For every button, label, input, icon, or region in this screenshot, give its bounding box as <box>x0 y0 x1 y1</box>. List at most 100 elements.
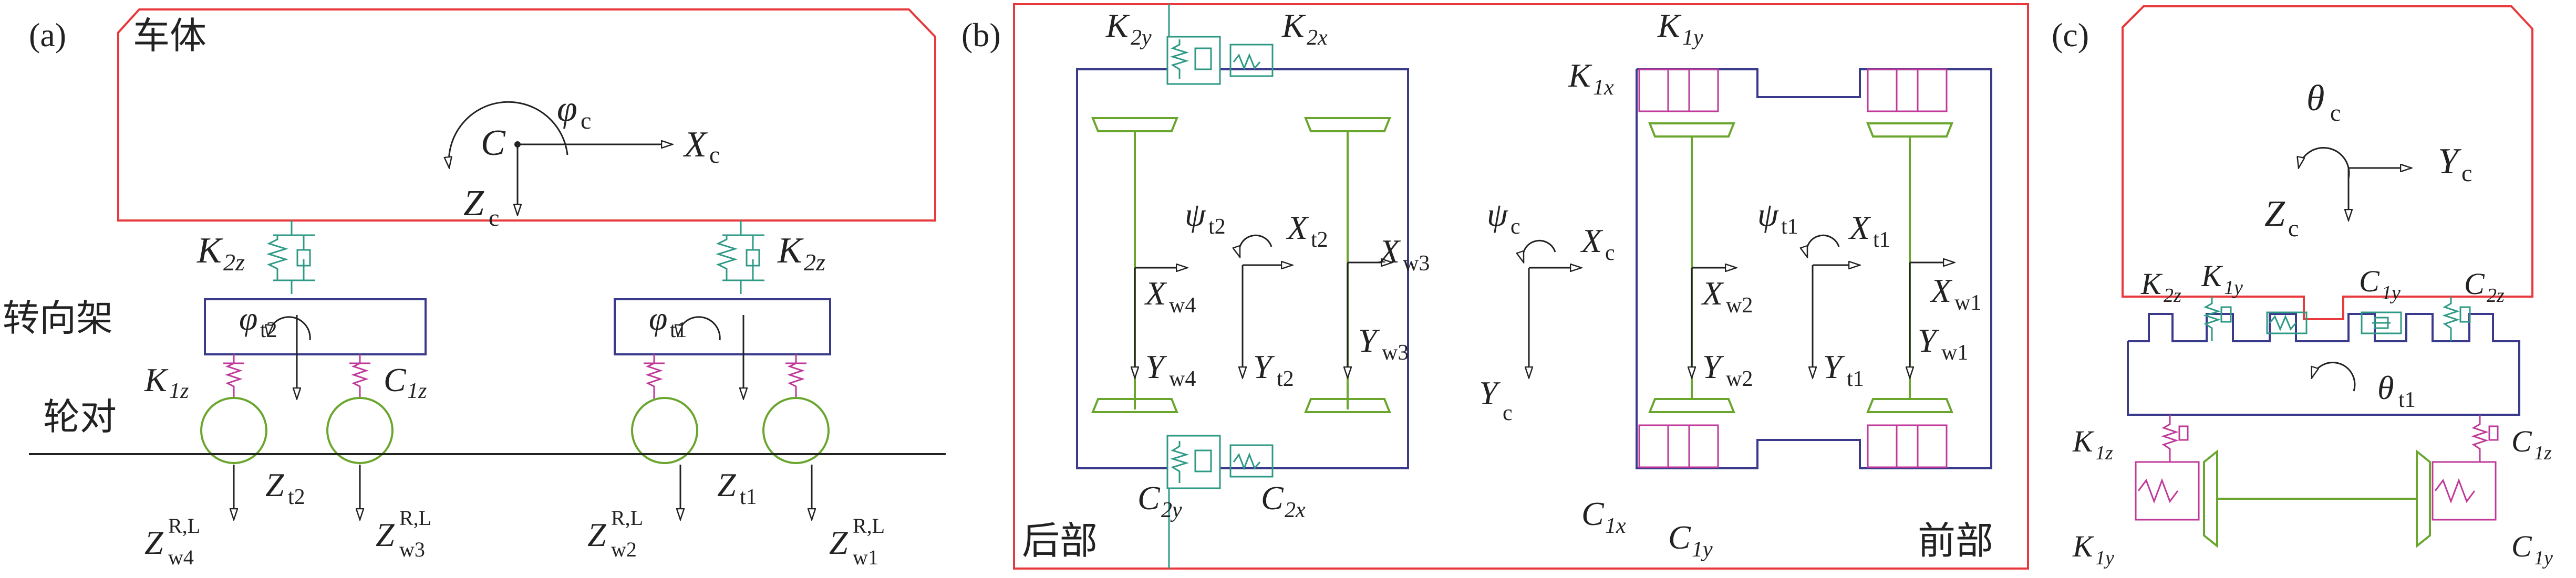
svg-text:w2: w2 <box>611 538 637 561</box>
svg-text:C: C <box>481 123 506 163</box>
phi-c-rotation <box>449 101 568 168</box>
svg-text:w4: w4 <box>1169 367 1196 391</box>
svg-text:Z: Z <box>376 516 395 553</box>
svg-text:1y: 1y <box>2095 547 2114 569</box>
svg-text:K: K <box>196 230 223 271</box>
svg-text:t1: t1 <box>1873 228 1890 252</box>
svg-text:Y: Y <box>1918 322 1940 359</box>
svg-text:C: C <box>1137 479 1161 517</box>
svg-text:c: c <box>1503 401 1513 425</box>
svg-text:φ: φ <box>239 300 257 337</box>
svg-text:1y: 1y <box>2224 277 2243 299</box>
svg-text:φ: φ <box>557 89 577 129</box>
svg-text:Y: Y <box>2438 141 2462 182</box>
secondary-suspension-end <box>2203 297 2471 341</box>
svg-text:2y: 2y <box>1131 26 1152 50</box>
svg-text:c: c <box>2461 160 2472 186</box>
svg-text:R,L: R,L <box>853 514 885 538</box>
svg-text:c: c <box>709 141 720 168</box>
svg-text:t1: t1 <box>740 485 757 509</box>
svg-text:K: K <box>1568 57 1592 94</box>
svg-text:Y: Y <box>1823 348 1845 385</box>
svg-text:w1: w1 <box>853 545 878 569</box>
car-body-end <box>2122 5 2533 320</box>
rear-wheelsets-plan <box>1091 117 1391 413</box>
svg-text:R,L: R,L <box>399 506 431 530</box>
bogie-frame-front <box>614 298 831 355</box>
svg-text:2x: 2x <box>1307 26 1328 50</box>
svg-text:X: X <box>1580 222 1603 259</box>
svg-text:2z: 2z <box>2487 285 2505 307</box>
svg-text:t2: t2 <box>1208 215 1226 239</box>
car-body-label: 车体 <box>133 14 206 57</box>
svg-text:1y: 1y <box>1692 538 1713 562</box>
svg-text:t2: t2 <box>1277 367 1294 391</box>
primary-suspension-end <box>2135 415 2499 521</box>
front-label: 前部 <box>1918 519 1993 563</box>
svg-text:c: c <box>2330 99 2341 126</box>
svg-text:Y: Y <box>1358 322 1380 359</box>
svg-text:X: X <box>1929 272 1953 309</box>
svg-text:1x: 1x <box>1593 76 1614 100</box>
svg-text:R,L: R,L <box>168 514 200 538</box>
svg-text:1z: 1z <box>2534 442 2552 464</box>
bogie-label: 转向架 <box>3 297 113 340</box>
svg-text:w4: w4 <box>168 545 194 569</box>
svg-text:c: c <box>2288 215 2299 241</box>
svg-text:c: c <box>581 107 591 134</box>
rear-label: 后部 <box>1022 519 1098 563</box>
svg-text:K: K <box>1105 7 1130 44</box>
svg-text:φ: φ <box>649 300 667 337</box>
svg-text:ψ: ψ <box>1185 196 1206 233</box>
svg-text:t1: t1 <box>2398 388 2416 412</box>
secondary-suspension-rear <box>266 220 315 294</box>
svg-text:1z: 1z <box>169 379 189 403</box>
svg-text:K: K <box>777 230 804 271</box>
svg-text:K: K <box>144 361 169 398</box>
svg-text:Z: Z <box>587 516 607 553</box>
svg-text:w3: w3 <box>1403 251 1430 276</box>
svg-text:2z: 2z <box>2164 285 2181 307</box>
svg-text:K: K <box>2140 267 2163 301</box>
wheelset-label: 轮对 <box>43 395 117 438</box>
svg-text:X: X <box>1144 275 1167 312</box>
svg-text:1z: 1z <box>407 379 427 403</box>
svg-text:t2: t2 <box>1311 228 1328 252</box>
svg-text:2y: 2y <box>1161 498 1182 522</box>
svg-text:t2: t2 <box>288 485 305 509</box>
svg-text:w2: w2 <box>1726 293 1753 318</box>
svg-text:K: K <box>2201 259 2223 293</box>
svg-text:C: C <box>2511 529 2532 563</box>
svg-text:c: c <box>1605 241 1615 265</box>
svg-text:Y: Y <box>1479 374 1501 412</box>
svg-text:ψ: ψ <box>1487 196 1508 233</box>
svg-text:Z: Z <box>144 524 164 561</box>
secondary-suspension-front <box>715 220 764 294</box>
svg-text:X: X <box>1848 209 1871 246</box>
svg-text:t1: t1 <box>1781 215 1798 239</box>
bogie-frame-end <box>2127 313 2520 416</box>
svg-text:Z: Z <box>265 466 285 503</box>
svg-text:Y: Y <box>1253 348 1275 385</box>
svg-text:C: C <box>2511 424 2532 458</box>
car-body-plan <box>1013 3 2029 570</box>
svg-text:X: X <box>682 124 708 165</box>
svg-text:C: C <box>1261 479 1284 517</box>
svg-text:K: K <box>1281 7 1306 44</box>
svg-text:1z: 1z <box>2095 442 2113 464</box>
svg-text:Z: Z <box>463 183 484 224</box>
svg-text:1y: 1y <box>2534 547 2553 569</box>
svg-text:θ: θ <box>2377 369 2394 406</box>
wheelset-end <box>2203 449 2431 549</box>
svg-text:t1: t1 <box>1847 367 1864 391</box>
svg-text:c: c <box>489 204 499 231</box>
svg-text:θ: θ <box>2306 78 2324 119</box>
svg-text:C: C <box>2359 264 2380 298</box>
svg-text:2z: 2z <box>804 249 825 276</box>
svg-text:w1: w1 <box>1941 341 1968 365</box>
svg-text:C: C <box>2464 267 2485 301</box>
svg-text:X: X <box>1701 275 1724 312</box>
svg-text:Z: Z <box>717 466 737 503</box>
